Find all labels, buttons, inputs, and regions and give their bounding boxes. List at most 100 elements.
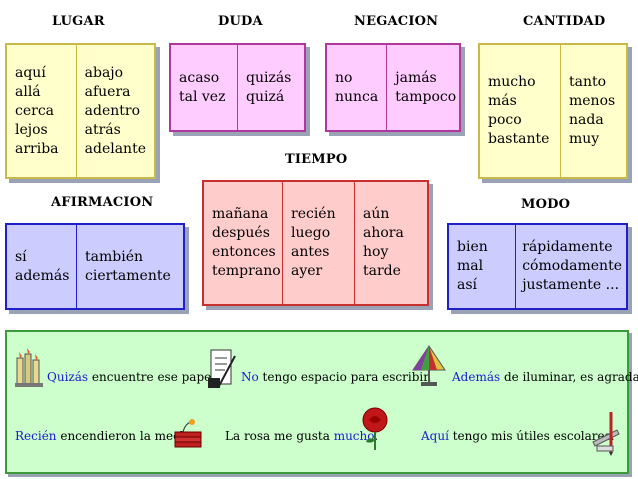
word: tarde <box>363 263 401 279</box>
negacion-col-1: no nunca <box>327 45 386 130</box>
afirmacion-col-2: también ciertamente <box>76 225 183 308</box>
adverb: Aquí <box>421 429 449 443</box>
school-supplies-icon <box>592 412 620 456</box>
sentence-text: encuentre ese papel. <box>88 370 219 384</box>
duda-box: acaso tal vez quizás quizá <box>169 43 306 132</box>
word: mucho <box>488 74 536 90</box>
negacion-col-2: jamás tampoco <box>386 45 464 130</box>
lugar-col-1: aquí allá cerca lejos arriba <box>7 45 76 177</box>
word: además <box>15 267 70 284</box>
cantidad-col-1: mucho más poco bastante <box>480 45 560 177</box>
sentence-text: tengo mis útiles escolares. <box>448 429 615 443</box>
example-sentence-3: Además de iluminar, es agradable. <box>452 370 638 384</box>
word: adentro <box>84 102 140 119</box>
negacion-title: NEGACION <box>354 14 439 29</box>
word: quizá <box>246 88 285 105</box>
sentence-text: de iluminar, es agradable. <box>503 370 638 384</box>
example-sentence-2: No tengo espacio para escribir. <box>241 370 431 384</box>
tiempo-col-2: recién luego antes ayer <box>282 182 354 304</box>
word: no <box>335 69 353 86</box>
example-sentence-1: Quizás encuentre ese papel. <box>47 370 219 384</box>
lugar-col-2: abajo afuera adentro atrás adelante <box>75 45 154 177</box>
word: así <box>457 277 478 293</box>
word: rápidamente <box>522 239 613 255</box>
scroll-quill-icon <box>208 349 236 388</box>
modo-box: bien mal así rápidamente cómodamente jus… <box>447 223 628 310</box>
word: acaso <box>179 69 220 86</box>
word: cerca <box>15 102 55 119</box>
word: nada <box>569 112 604 128</box>
word: antes <box>291 244 330 260</box>
cantidad-box: mucho más poco bastante tanto menos nada… <box>478 43 628 179</box>
tiempo-col-1: mañana después entonces temprano <box>204 182 282 304</box>
word: luego <box>291 225 331 241</box>
word: nunca <box>335 88 379 105</box>
word: entonces <box>212 244 276 260</box>
adverb: Recién <box>15 429 57 443</box>
word: abajo <box>84 64 124 81</box>
word: poco <box>488 112 522 128</box>
afirmacion-box: sí además también ciertamente <box>5 223 185 310</box>
negacion-box: no nunca jamás tampoco <box>325 43 461 132</box>
word: sí <box>15 248 27 265</box>
lugar-title: LUGAR <box>52 14 105 29</box>
word: jamás <box>395 69 437 86</box>
example-sentence-4: Recién encendieron la mecha. <box>15 429 199 443</box>
word: bien <box>457 239 488 255</box>
modo-col-1: bien mal así <box>449 225 515 308</box>
rose-icon <box>362 407 388 450</box>
word: quizás <box>246 69 292 86</box>
example-sentence-6: Aquí tengo mis útiles escolares. <box>421 429 615 443</box>
tiempo-title: TIEMPO <box>285 152 348 167</box>
word: lejos <box>15 121 48 138</box>
word: ayer <box>291 263 323 279</box>
tiempo-box: mañana después entonces temprano recién … <box>202 180 429 306</box>
word: aquí <box>15 64 46 81</box>
word: arriba <box>15 140 59 157</box>
word: muy <box>569 131 600 147</box>
afirmacion-col-1: sí además <box>7 225 76 308</box>
word: mañana <box>212 206 269 222</box>
lamp-icon <box>412 345 446 386</box>
sentence-text: encendieron la mecha. <box>56 429 199 443</box>
modo-title: MODO <box>521 197 571 212</box>
modo-col-2: rápidamente cómodamente justamente ... <box>515 225 626 308</box>
word: hoy <box>363 244 389 260</box>
sentence-text: tengo espacio para escribir. <box>258 370 432 384</box>
adverb: Quizás <box>47 370 89 384</box>
word: justamente ... <box>522 277 620 293</box>
duda-col-2: quizás quizá <box>237 45 304 130</box>
word: afuera <box>84 83 131 100</box>
adverb: No <box>241 370 259 384</box>
example-sentence-5: La rosa me gusta mucho. <box>225 429 378 443</box>
word: temprano <box>212 263 281 279</box>
word: después <box>212 225 270 241</box>
adverb: mucho <box>333 429 375 443</box>
afirmacion-title: AFIRMACION <box>51 195 154 210</box>
tiempo-col-3: aún ahora hoy tarde <box>354 182 427 304</box>
word: adelante <box>84 140 146 157</box>
examples-panel: Quizás encuentre ese papel. No tengo esp… <box>5 330 638 474</box>
word: ahora <box>363 225 404 241</box>
word: bastante <box>488 131 550 147</box>
word: allá <box>15 83 41 100</box>
sentence-text: . <box>374 429 379 443</box>
word: mal <box>457 258 484 274</box>
word: aún <box>363 206 390 222</box>
word: cómodamente <box>522 258 622 274</box>
word: ciertamente <box>85 267 171 284</box>
candles-icon <box>15 348 43 387</box>
word: tal vez <box>179 88 226 105</box>
word: atrás <box>84 121 121 138</box>
word: más <box>488 93 517 109</box>
cantidad-title: CANTIDAD <box>523 14 606 29</box>
word: recién <box>291 206 336 222</box>
word: también <box>85 248 143 265</box>
word: menos <box>569 93 616 109</box>
adverb: Además <box>452 370 501 384</box>
sentence-text: La rosa me gusta <box>225 429 334 443</box>
duda-col-1: acaso tal vez <box>171 45 237 130</box>
word: tampoco <box>395 88 457 105</box>
dynamite-icon <box>174 419 202 448</box>
duda-title: DUDA <box>218 14 263 29</box>
